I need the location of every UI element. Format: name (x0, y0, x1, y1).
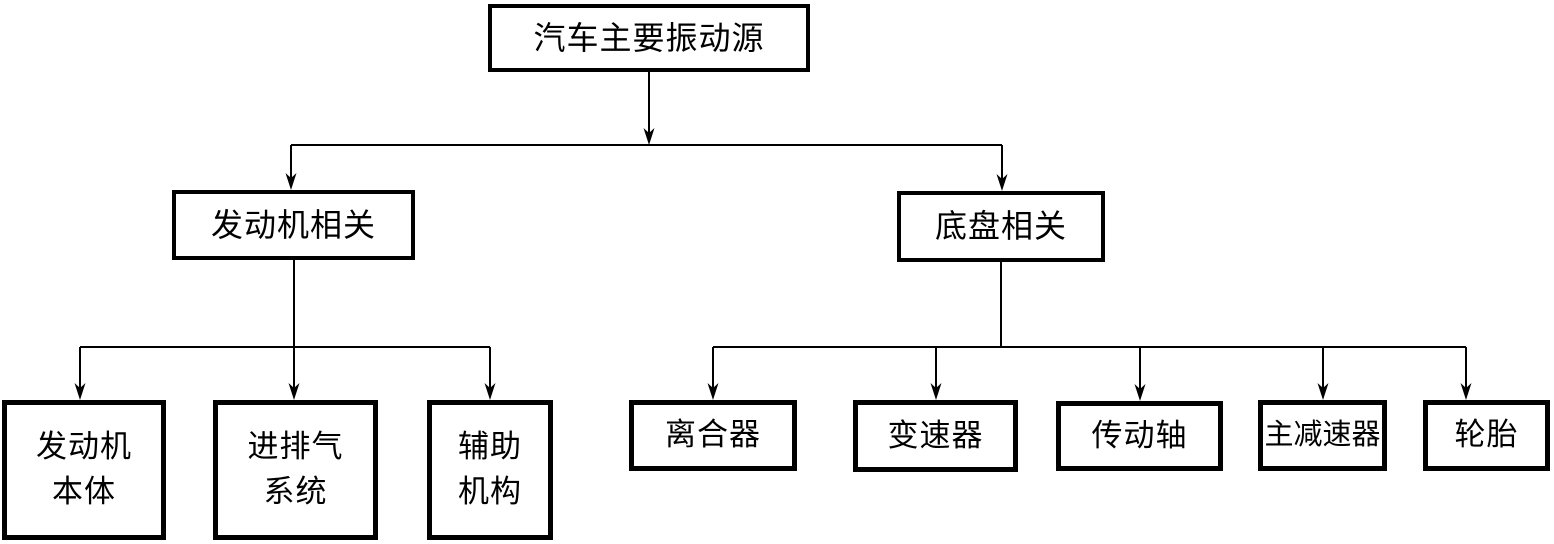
arrowhead-clutch (707, 383, 719, 400)
arrowhead-chassis (996, 174, 1008, 191)
arrowhead-final-drive (1317, 383, 1329, 400)
node-engine-body: 发动机 本体 (2, 400, 166, 540)
arrowhead-engine (285, 173, 297, 190)
arrowhead-intake-exhaust (288, 383, 300, 400)
node-tire: 轮胎 (1423, 400, 1550, 471)
arrowhead-root-stem (643, 128, 655, 145)
node-intake-exhaust-system: 进排气 系统 (213, 400, 378, 540)
node-clutch: 离合器 (629, 400, 797, 471)
node-final-drive: 主减速器 (1258, 400, 1387, 471)
node-auxiliary-mechanism: 辅助 机构 (427, 400, 553, 540)
node-drive-shaft: 传动轴 (1056, 401, 1223, 471)
arrowhead-tire (1460, 383, 1472, 400)
arrowhead-transmission (930, 383, 942, 400)
node-engine-related: 发动机相关 (172, 190, 415, 260)
arrowhead-auxiliary (484, 383, 496, 400)
node-chassis-related: 底盘相关 (897, 191, 1105, 262)
arrowhead-engine-body (74, 383, 86, 400)
node-transmission: 变速器 (853, 400, 1018, 472)
arrowhead-drive-shaft (1134, 384, 1146, 401)
node-root: 汽车主要振动源 (488, 4, 810, 72)
